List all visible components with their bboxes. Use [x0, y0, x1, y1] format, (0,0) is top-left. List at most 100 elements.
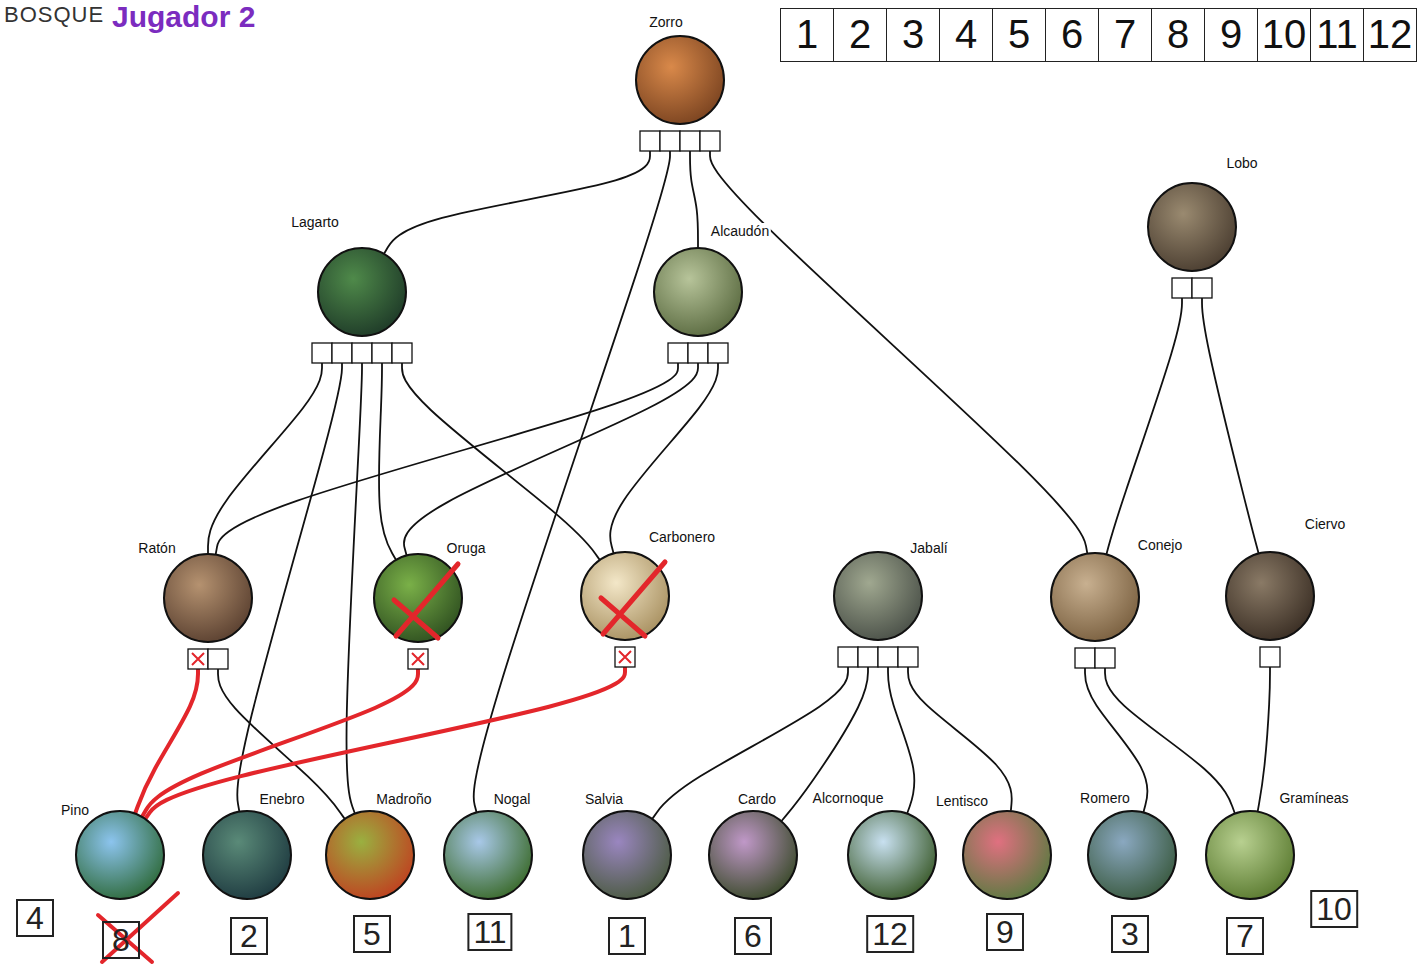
species-name: Pino [59, 802, 91, 818]
species-photo [581, 552, 669, 640]
species-photo [76, 811, 164, 899]
species-picture [582, 810, 672, 900]
species-name: Ciervo [1303, 516, 1347, 532]
number-label: 1 [780, 8, 834, 62]
number-label: 11 [467, 913, 512, 951]
food-link [385, 151, 651, 253]
species-photo [164, 554, 252, 642]
species-picture [1050, 552, 1140, 668]
species-photo [848, 811, 936, 899]
counter-box [700, 131, 720, 151]
number-label: 12 [1363, 8, 1417, 62]
counter-box [668, 343, 688, 363]
food-link [888, 667, 914, 813]
counter-box [660, 131, 680, 151]
species-photo [203, 811, 291, 899]
counter-box [372, 343, 392, 363]
species-picture [847, 810, 937, 900]
number-label: 9 [986, 913, 1024, 951]
number-label: 9 [1204, 8, 1258, 62]
number-label: 5 [353, 915, 391, 953]
species-name: Lentisco [934, 793, 990, 809]
food-link [404, 363, 698, 555]
species-picture [833, 551, 923, 667]
counter-box [1260, 647, 1280, 667]
species-node: Ciervo [1225, 551, 1315, 667]
number-label: 4 [16, 899, 54, 937]
species-node: Conejo [1050, 552, 1140, 668]
species-name: Lobo [1224, 155, 1259, 171]
counter-box [680, 131, 700, 151]
number-label: 8 [1151, 8, 1205, 62]
counter-box [640, 131, 660, 151]
species-node: Alcaudón [653, 247, 743, 363]
food-link [379, 363, 396, 559]
number-label: 7 [1226, 917, 1264, 955]
food-link [1258, 667, 1270, 811]
species-node: Salvia [582, 810, 672, 900]
species-photo [1088, 811, 1176, 899]
counter-box [615, 647, 635, 667]
species-node: Jabalí [833, 551, 923, 667]
food-link [610, 363, 718, 553]
number-label: 6 [734, 917, 772, 955]
number-label: Jugador 2 [112, 0, 255, 34]
species-name: Zorro [647, 14, 684, 30]
species-node: Cardo [708, 810, 798, 900]
number-label: 10 [1257, 8, 1311, 62]
food-link [474, 151, 670, 812]
species-node: Romero [1087, 810, 1177, 900]
species-photo [636, 36, 724, 124]
counter-box [312, 343, 332, 363]
number-label: 5 [992, 8, 1046, 62]
species-photo [1226, 552, 1314, 640]
species-photo [963, 811, 1051, 899]
food-link [1202, 298, 1258, 553]
species-picture [373, 553, 463, 669]
species-photo [1206, 811, 1294, 899]
species-node: Ratón [163, 553, 253, 669]
species-photo [1148, 183, 1236, 271]
counter-box [898, 647, 918, 667]
cross-mark [601, 562, 665, 636]
number-label: 10 [1310, 890, 1358, 928]
species-photo [374, 554, 462, 642]
counter-box [838, 647, 858, 667]
species-name: Carbonero [647, 529, 717, 545]
species-name: Enebro [257, 791, 306, 807]
food-link [690, 151, 698, 247]
species-photo [444, 811, 532, 899]
number-label: 3 [886, 8, 940, 62]
counter-cross [192, 653, 204, 665]
species-node: Enebro [202, 810, 292, 900]
species-picture [653, 247, 743, 363]
number-label: 3 [1111, 915, 1149, 953]
species-name: Gramíneas [1277, 790, 1350, 806]
counter-box [208, 649, 228, 669]
number-label: 2 [230, 917, 268, 955]
food-link [710, 151, 1087, 553]
species-name: Madroño [374, 791, 433, 807]
species-picture [1147, 182, 1237, 298]
species-name: Alcornoque [811, 790, 886, 806]
species-picture [443, 810, 533, 900]
species-name: Conejo [1136, 537, 1184, 553]
species-picture [962, 810, 1052, 900]
number-label: 4 [939, 8, 993, 62]
cross-mark [394, 564, 458, 638]
species-picture [312, 247, 412, 363]
species-node: Madroño [325, 810, 415, 900]
species-photo [326, 811, 414, 899]
species-node: Lentisco [962, 810, 1052, 900]
number-label: 6 [1045, 8, 1099, 62]
species-photo [318, 248, 406, 336]
food-link [146, 667, 625, 818]
counter-box [688, 343, 708, 363]
counter-box [392, 343, 412, 363]
counter-box [352, 343, 372, 363]
species-picture [325, 810, 415, 900]
counter-box [1095, 648, 1115, 668]
species-photo [1051, 553, 1139, 641]
species-photo [709, 811, 797, 899]
number-label: 7 [1098, 8, 1152, 62]
